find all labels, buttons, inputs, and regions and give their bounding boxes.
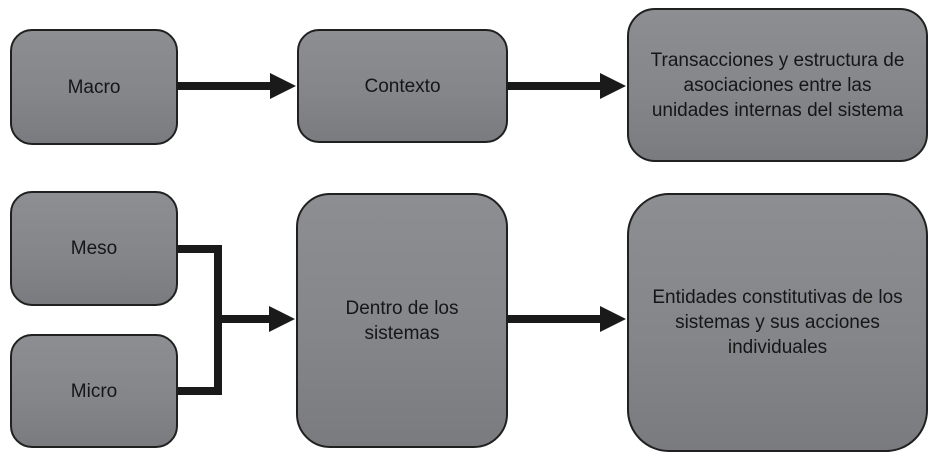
node-contexto: Contexto — [297, 29, 508, 143]
node-contexto-label: Contexto — [364, 75, 441, 97]
bracket-meso-micro — [178, 245, 295, 395]
node-micro: Micro — [10, 334, 178, 448]
node-meso-label: Meso — [70, 238, 118, 259]
arrowhead — [600, 73, 626, 99]
arrowhead — [270, 73, 296, 99]
arrowhead — [269, 306, 295, 332]
node-dentro-label: Dentro de los sistemas — [345, 297, 459, 344]
node-dentro: Dentro de los sistemas — [296, 193, 508, 448]
node-entidades: Entidades constitutivas de los sistemas … — [627, 193, 928, 452]
edge-macro-contexto — [178, 73, 296, 99]
node-macro-label: Macro — [67, 76, 121, 98]
node-macro: Macro — [10, 29, 178, 145]
arrowhead — [600, 306, 626, 332]
node-transacciones: Transacciones y estructura de asociacion… — [627, 8, 928, 162]
node-micro-label: Micro — [70, 380, 118, 402]
node-transacciones-label: Transacciones y estructura de asociacion… — [650, 49, 905, 121]
edge-contexto-transacciones — [508, 73, 626, 99]
edge-dentro-entidades — [508, 306, 626, 332]
node-meso: Meso — [10, 191, 178, 306]
node-entidades-label: Entidades constitutivas de los sistemas … — [652, 287, 903, 358]
